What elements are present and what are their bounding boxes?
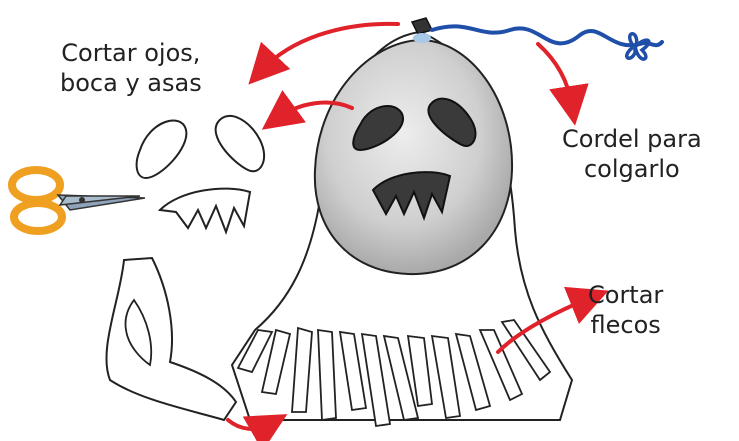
label-hanging-string: Cordel para colgarlo — [562, 124, 702, 184]
label-cut-eyes-line2: boca y asas — [60, 68, 202, 98]
label-fringe-line1: Cortar — [588, 280, 663, 310]
scissors-icon — [12, 170, 145, 231]
label-fringe-line2: flecos — [588, 310, 663, 340]
cutout-left-eye — [137, 120, 187, 178]
knot-highlight — [413, 33, 431, 43]
balloon-knot — [412, 18, 432, 34]
cutout-handle — [106, 258, 236, 420]
label-string-line1: Cordel para — [562, 124, 702, 154]
label-cut-eyes-line1: Cortar ojos, — [60, 38, 202, 68]
arrow-handle — [228, 420, 270, 429]
label-cut-eyes-mouth-handles: Cortar ojos, boca y asas — [60, 38, 202, 98]
cutout-right-eye — [216, 116, 264, 171]
label-string-line2: colgarlo — [562, 154, 702, 184]
arrow-string — [538, 44, 572, 106]
balloon — [315, 40, 512, 274]
label-cut-fringes: Cortar flecos — [588, 280, 663, 340]
hanging-string — [432, 26, 662, 45]
cutout-mouth — [160, 189, 250, 232]
